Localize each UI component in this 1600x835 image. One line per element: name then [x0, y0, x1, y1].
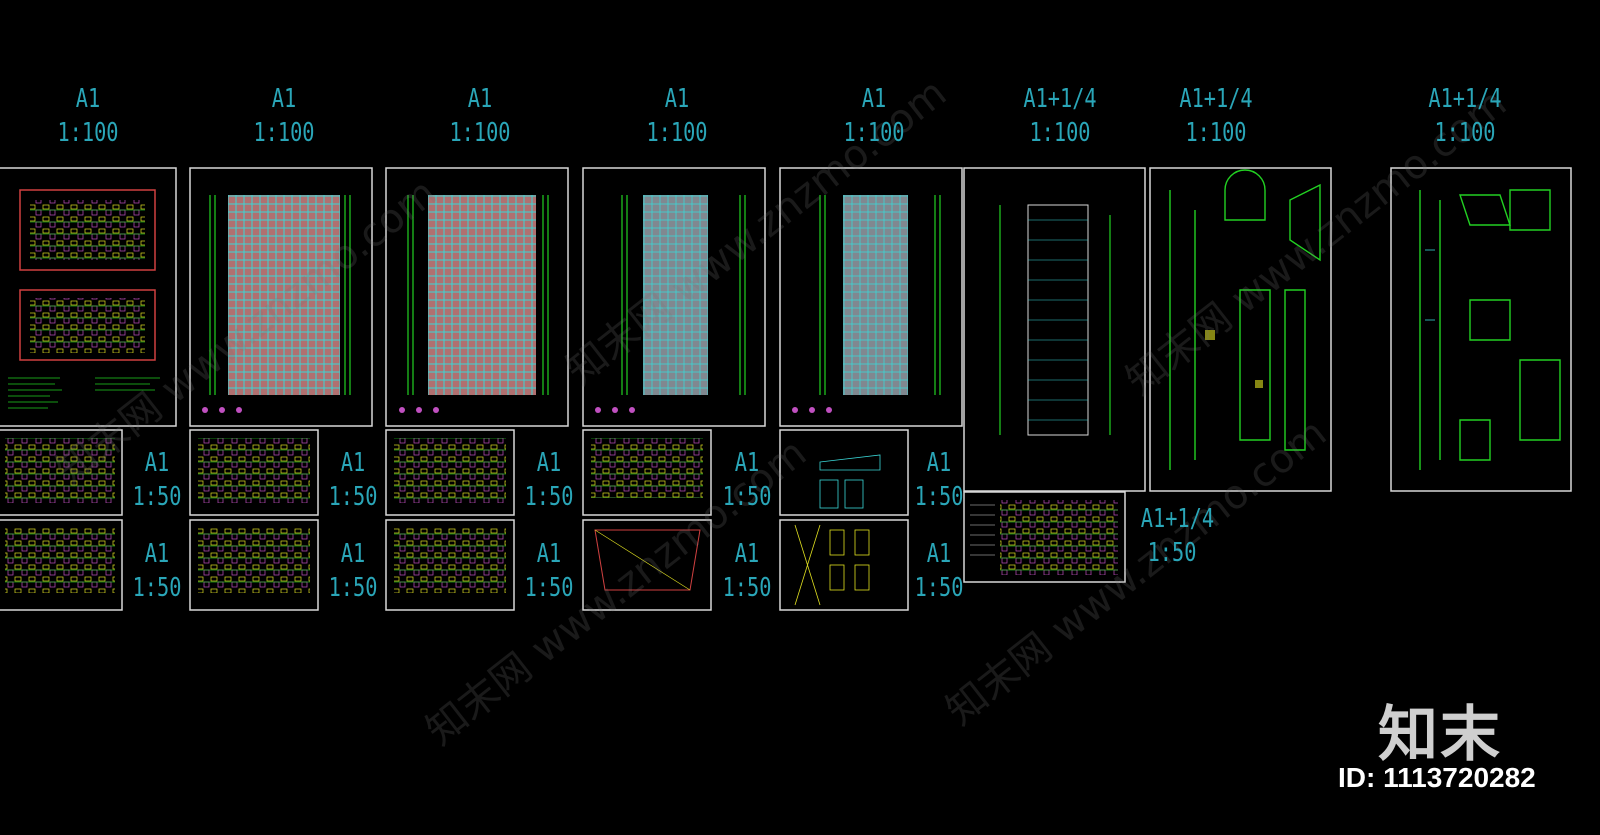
plan-sheet-2b[interactable]	[189, 519, 319, 611]
plan-6-label: A1+1/4 1:50	[1140, 502, 1215, 570]
plan-4a-label: A1 1:50	[720, 446, 775, 514]
sheet-1-floor-plans[interactable]	[0, 167, 177, 427]
plan-3a-label: A1 1:50	[522, 446, 577, 514]
plan-sheet-1a[interactable]	[0, 429, 123, 516]
sheet-scale: 1:100	[646, 118, 708, 148]
plan-5a-label: A1 1:50	[912, 446, 967, 514]
sheet-size: A1	[340, 539, 366, 569]
sheet-scale: 1:50	[524, 482, 574, 512]
sheet-scale: 1:50	[914, 482, 964, 512]
sheet-7-details[interactable]	[1149, 167, 1332, 492]
sheet-size: A1	[734, 448, 760, 478]
sheet-2-label: A1 1:100	[253, 82, 315, 150]
sheet-scale: 1:100	[449, 118, 511, 148]
sheet-size: A1	[536, 539, 562, 569]
plan-2b-label: A1 1:50	[326, 537, 381, 605]
sheet-scale: 1:50	[914, 573, 964, 603]
sheet-scale: 1:100	[1434, 118, 1496, 148]
sheet-size: A1	[467, 84, 493, 114]
plan-sheet-4a[interactable]	[582, 429, 712, 516]
sheet-size: A1	[926, 448, 952, 478]
sheet-5-elevation[interactable]	[779, 167, 963, 427]
sheet-1-label: A1 1:100	[57, 82, 119, 150]
sheet-size: A1	[734, 539, 760, 569]
plan-sheet-4b[interactable]	[582, 519, 712, 611]
sheet-scale: 1:100	[1029, 118, 1091, 148]
sheet-4-label: A1 1:100	[646, 82, 708, 150]
sheet-size: A1	[75, 84, 101, 114]
sheet-8-label: A1+1/4 1:100	[1418, 82, 1512, 150]
sheet-scale: 1:50	[132, 573, 182, 603]
plan-sheet-3a[interactable]	[385, 429, 515, 516]
sheet-scale: 1:50	[132, 482, 182, 512]
sheet-scale: 1:50	[328, 573, 378, 603]
sheet-size: A1	[861, 84, 887, 114]
sheet-size: A1+1/4	[1023, 84, 1097, 114]
sheet-size: A1	[664, 84, 690, 114]
sheet-size: A1	[536, 448, 562, 478]
sheet-8-details[interactable]	[1390, 167, 1572, 492]
sheet-size: A1	[340, 448, 366, 478]
plan-1a-label: A1 1:50	[130, 446, 185, 514]
sheet-size: A1	[271, 84, 297, 114]
sheet-size: A1	[926, 539, 952, 569]
sheet-6-label: A1+1/4 1:100	[1013, 82, 1107, 150]
plan-sheet-5a[interactable]	[779, 429, 909, 516]
sheet-size: A1	[144, 448, 170, 478]
plan-2a-label: A1 1:50	[326, 446, 381, 514]
sheet-scale: 1:50	[722, 482, 772, 512]
sheet-scale: 1:100	[1185, 118, 1247, 148]
plan-5b-label: A1 1:50	[912, 537, 967, 605]
sheet-7-label: A1+1/4 1:100	[1169, 82, 1263, 150]
sheet-scale: 1:50	[328, 482, 378, 512]
sheet-6-section[interactable]	[963, 167, 1146, 492]
sheet-5-label: A1 1:100	[843, 82, 905, 150]
plan-sheet-5b[interactable]	[779, 519, 909, 611]
plan-sheet-2a[interactable]	[189, 429, 319, 516]
plan-sheet-1b[interactable]	[0, 519, 123, 611]
sheet-scale: 1:50	[524, 573, 574, 603]
sheet-size: A1+1/4	[1428, 84, 1502, 114]
sheet-3-elevation[interactable]	[385, 167, 569, 427]
sheet-scale: 1:50	[722, 573, 772, 603]
sheet-size: A1+1/4	[1179, 84, 1253, 114]
plan-sheet-6-schedule[interactable]	[963, 491, 1126, 583]
id-label: ID: 1113720282	[1338, 762, 1536, 793]
sheet-scale: 1:50	[1147, 538, 1197, 568]
sheet-3-label: A1 1:100	[449, 82, 511, 150]
sheet-scale: 1:100	[57, 118, 119, 148]
sheet-size: A1+1/4	[1140, 504, 1215, 534]
plan-sheet-3b[interactable]	[385, 519, 515, 611]
brand-logo: 知末	[1378, 700, 1502, 770]
sheet-scale: 1:100	[253, 118, 315, 148]
sheet-scale: 1:100	[843, 118, 905, 148]
plan-4b-label: A1 1:50	[720, 537, 775, 605]
sheet-2-elevation[interactable]	[189, 167, 373, 427]
sheet-size: A1	[144, 539, 170, 569]
plan-3b-label: A1 1:50	[522, 537, 577, 605]
plan-1b-label: A1 1:50	[130, 537, 185, 605]
sheet-4-elevation[interactable]	[582, 167, 766, 427]
